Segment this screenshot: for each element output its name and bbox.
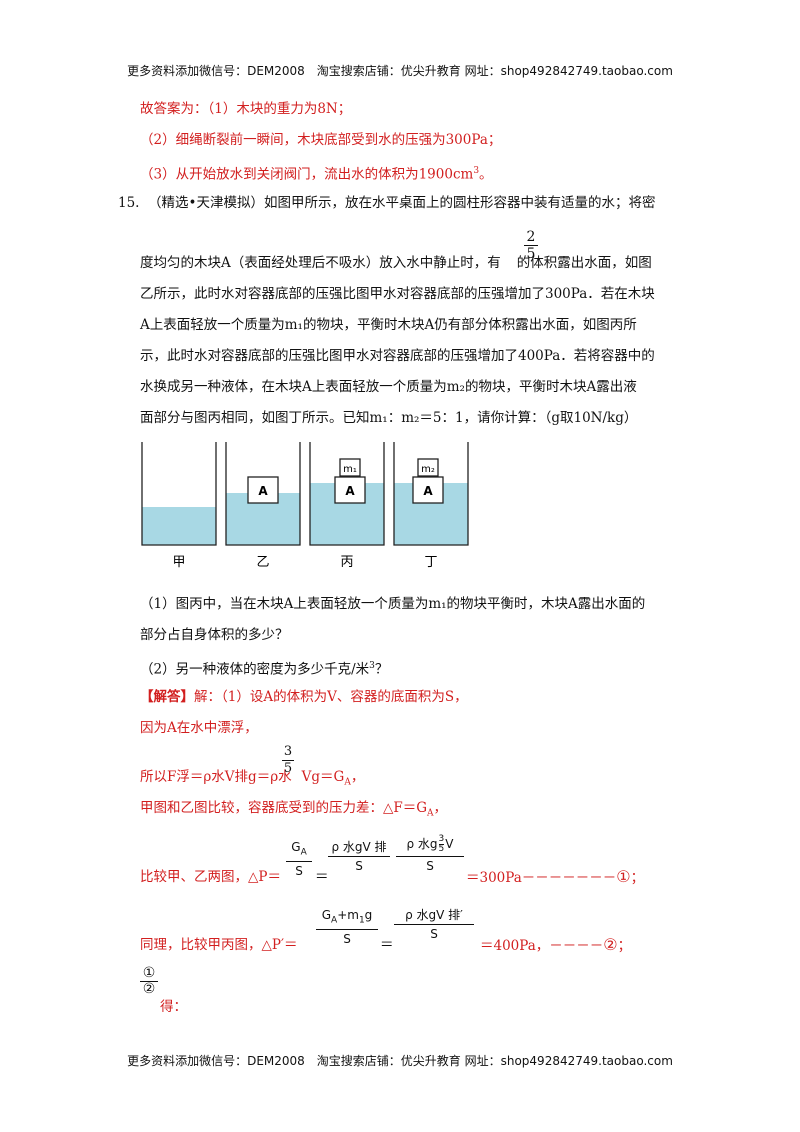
weight-m2-label: m₂: [421, 464, 435, 475]
block-a-ding: [412, 476, 444, 504]
fraction-rho-v-prime-over-s: ρ 水gV 排′ S: [394, 906, 474, 943]
container-bing: [309, 442, 385, 546]
problem-line-3: 乙所示，此时水对容器底部的压强比图甲水对容器底部的压强增加了300Pa．若在木块: [140, 286, 655, 302]
equals-2: ＝: [380, 937, 394, 953]
problem-line-5: 示，此时水对容器底部的压强比图甲水对容器底部的压强增加了400Pa．若将容器中的: [140, 348, 655, 364]
answer-line-3: （3）从开始放水到关闭阀门，流出水的体积为1900cm3。: [140, 166, 493, 183]
solution-line-5: 比较甲、乙两图，△P＝: [140, 869, 281, 885]
page-footer: 更多资料添加微信号：DEM2008 淘宝搜索店铺：优尖升教育 网址：shop49…: [127, 1054, 673, 1068]
fraction-three-fifths: 3 5: [282, 744, 294, 776]
problem-line-2: 度均匀的木块A（表面经处理后不吸水）放入水中静止时，有的体积露出水面，如图: [140, 255, 652, 271]
caption-ding: 丁: [424, 555, 437, 570]
solution-line-7: 得：: [160, 999, 187, 1015]
caption-bing: 丙: [340, 555, 353, 570]
question-1-line-1: （1）图丙中，当在木块A上表面轻放一个质量为m₁的物块平衡时，木块A露出水面的: [140, 596, 646, 612]
weight-m1: [339, 458, 361, 477]
block-a-label-yi: A: [258, 484, 268, 498]
solution-line-6-result: ＝400Pa，－－－－②；: [480, 935, 632, 955]
solution-line-6: 同理，比较甲丙图，△P′＝: [140, 937, 298, 953]
water-jia: [142, 507, 216, 545]
question-2: （2）另一种液体的密度为多少千克/米3？: [140, 661, 389, 678]
fraction-circle-1-over-2: ① ②: [140, 966, 158, 997]
caption-yi: 乙: [256, 555, 269, 570]
fraction-two-fifths: 2 5: [524, 230, 538, 261]
solution-tag: 【解答】: [140, 689, 194, 705]
problem-number: 15.: [118, 195, 140, 211]
question-1-line-2: 部分占自身体积的多少？: [140, 627, 289, 643]
container-yi: [225, 442, 301, 546]
solution-line-4: 甲图和乙图比较，容器底受到的压力差：△F＝GA，: [140, 800, 448, 819]
weight-m2: [417, 458, 439, 477]
block-a-bing: [334, 476, 366, 504]
container-diagram: A A m₁ A m₂ 甲 乙 丙 丁: [141, 442, 469, 570]
answer-line-1: 故答案为：（1）木块的重力为8N；: [140, 101, 352, 117]
problem-line-6: 水换成另一种液体，在木块A上表面轻放一个质量为m₂的物块，平衡时木块A露出液: [140, 379, 637, 395]
problem-line-4: A上表面轻放一个质量为m₁的物块，平衡时木块A仍有部分体积露出水面，如图丙所: [140, 317, 637, 333]
equals-1: ＝: [315, 869, 329, 885]
caption-jia: 甲: [172, 555, 185, 570]
block-a-yi: [247, 476, 279, 504]
container-jia: [141, 442, 217, 546]
fraction-rho-v-over-s: ρ 水gV 排 S: [328, 838, 390, 875]
container-figure: A A m₁ A m₂ 甲 乙 丙 丁: [140, 440, 470, 570]
solution-line-1: 【解答】解：（1）设A的体积为V、容器的底面积为S，: [140, 689, 468, 705]
problem-line-1: （精选•天津模拟）如图甲所示，放在水平桌面上的圆柱形容器中装有适量的水；将密: [148, 195, 656, 211]
fraction-ga-m1g-over-s: GA+m1g S: [316, 906, 378, 948]
page-header: 更多资料添加微信号：DEM2008 淘宝搜索店铺：优尖升教育 网址：shop49…: [127, 64, 673, 78]
solution-line-5-result: ＝300Pa－－－－－－－①；: [466, 867, 645, 887]
weight-m1-label: m₁: [343, 464, 357, 475]
block-a-label-bing: A: [345, 484, 355, 498]
block-a-label-ding: A: [423, 484, 433, 498]
fraction-ga-over-s: GA S: [286, 838, 312, 880]
container-ding: [393, 442, 469, 546]
answer-line-2: （2）细绳断裂前一瞬间，木块底部受到水的压强为300Pa；: [140, 132, 502, 148]
problem-line-7: 面部分与图丙相同，如图丁所示。已知m₁：m₂＝5：1，请你计算：（g取10N/k…: [140, 410, 638, 426]
solution-line-2: 因为A在水中漂浮，: [140, 720, 258, 736]
